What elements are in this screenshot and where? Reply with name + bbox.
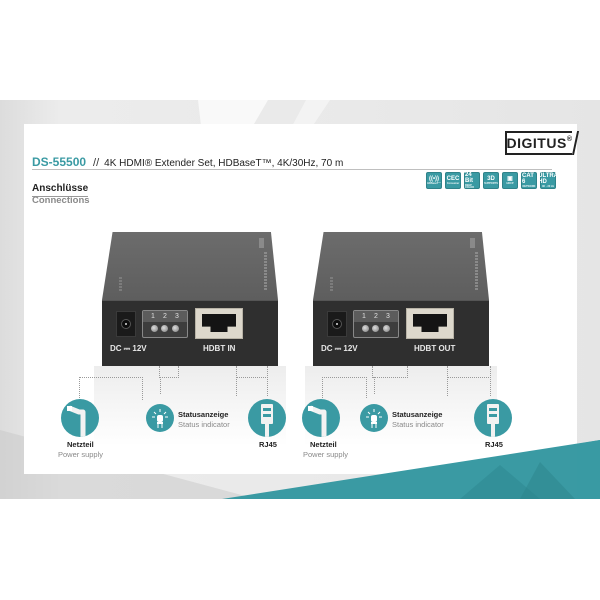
model-number: DS-55500 <box>32 155 87 169</box>
device-printed-text <box>119 277 122 291</box>
device-printed-text <box>264 252 267 290</box>
device-front-panel: 1 2 3 DC ⎓ 12V HDBT OUT <box>313 300 489 366</box>
logo-registered-mark: ® <box>566 135 573 143</box>
device-logo-plate <box>259 238 264 248</box>
status-led-panel: 1 2 3 <box>353 310 399 338</box>
port-label: HDBT IN <box>203 344 236 353</box>
connector-line-rj45 <box>447 366 491 396</box>
title-divider <box>32 169 552 170</box>
connector-line-led <box>374 377 376 394</box>
status-caption: Statusanzeige <box>392 410 443 419</box>
dc-label: DC ⎓ 12V <box>110 344 147 353</box>
device-printed-text <box>330 277 333 291</box>
led-number: 3 <box>386 313 390 320</box>
status-subcaption: Status indicator <box>392 420 444 429</box>
rj45-connector-icon <box>248 399 286 437</box>
connector-line-rj45 <box>447 377 489 379</box>
power-caption: Netzteil <box>310 440 337 449</box>
receiver-device: 1 2 3 DC ⎓ 12V HDBT OUT <box>305 232 497 446</box>
dc-label: DC ⎓ 12V <box>321 344 358 353</box>
device-shadow <box>305 366 497 446</box>
digitus-logo: DIGITUS® <box>505 131 572 155</box>
status-led-legend-icon <box>360 404 388 432</box>
led-number: 3 <box>175 313 179 320</box>
connector-line-rj45 <box>236 377 266 379</box>
rj45-caption: RJ45 <box>259 440 277 449</box>
connector-line-power <box>79 377 143 400</box>
status-caption: Statusanzeige <box>178 410 229 419</box>
status-led-icon <box>383 325 391 332</box>
rj45-port <box>406 308 454 339</box>
device-logo-plate <box>470 238 475 248</box>
dc-power-jack <box>116 311 136 337</box>
device-top-cover <box>102 232 278 300</box>
status-led-icon <box>361 325 369 332</box>
title-separator: // <box>93 157 100 169</box>
transmitter-device: 1 2 3 DC ⎓ 12V HDBT IN <box>94 232 286 446</box>
dc-power-jack <box>327 311 347 337</box>
status-led-icon <box>150 325 158 332</box>
section-title-en: Connections <box>32 195 90 206</box>
power-subcaption: Power supply <box>58 450 104 459</box>
status-led-icon <box>172 325 180 332</box>
status-led-icon <box>372 325 380 332</box>
device-printed-text <box>475 252 478 290</box>
section-title-de: Anschlüsse <box>32 183 89 194</box>
connector-line-led <box>372 366 408 378</box>
rj45-caption: RJ45 <box>485 440 503 449</box>
power-supply-icon <box>61 399 99 437</box>
product-title: DS-55500 // 4K HDMI® Extender Set, HDBas… <box>32 155 562 171</box>
led-number: 1 <box>151 313 155 320</box>
connector-line-led <box>160 377 162 394</box>
led-number: 2 <box>163 313 167 320</box>
connector-line-power <box>322 377 367 398</box>
connector-line-rj45 <box>236 366 268 396</box>
power-supply-icon <box>302 399 340 437</box>
status-led-legend-icon <box>146 404 174 432</box>
hdbaset-signal-icon: ((•))HDBaseT™ <box>426 172 442 189</box>
connector-line-led <box>159 366 179 378</box>
power-subcaption: Power supply <box>303 450 349 459</box>
status-subcaption: Status indicator <box>178 420 230 429</box>
device-top-cover <box>313 232 489 300</box>
status-led-panel: 1 2 3 <box>142 310 188 338</box>
port-label: HDBT OUT <box>414 344 456 353</box>
power-caption: Netzteil <box>67 440 94 449</box>
rj45-port <box>195 308 243 339</box>
status-led-icon <box>161 325 169 332</box>
hdcp-icon: ▣HDCP <box>502 172 518 189</box>
led-number: 2 <box>374 313 378 320</box>
device-front-panel: 1 2 3 DC ⎓ 12V HDBT IN <box>102 300 278 366</box>
product-description: 4K HDMI® Extender Set, HDBaseT™, 4K/30Hz… <box>104 158 344 169</box>
led-number: 1 <box>362 313 366 320</box>
section-divider <box>32 196 88 197</box>
rj45-connector-icon <box>474 399 512 437</box>
logo-text: DIGITUS <box>506 135 567 151</box>
